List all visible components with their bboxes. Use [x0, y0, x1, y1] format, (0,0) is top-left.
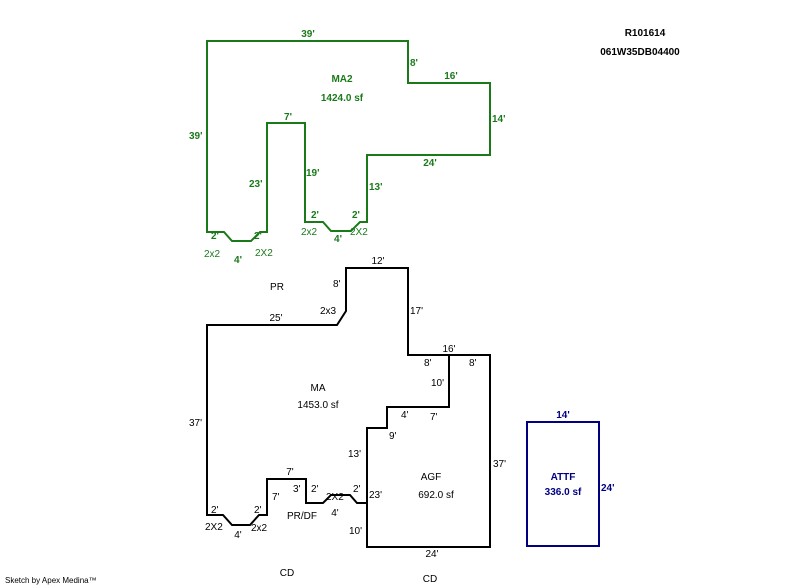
upper-notch-a-4: 4' — [234, 255, 242, 266]
upper-notch-a-2x2: 2x2 — [204, 249, 221, 260]
attf-outline — [526, 421, 600, 547]
agf-dim-24: 24' — [425, 549, 438, 560]
upper-dim-right-step: 8' — [410, 58, 418, 69]
cd-label-right: CD — [423, 574, 437, 585]
main-nb-2a: 2' — [211, 505, 219, 516]
upper-notch-a-2a: 2' — [211, 231, 219, 242]
cd-label-left: CD — [280, 568, 294, 579]
porch-label: PR — [270, 282, 284, 293]
upper-notch-a-2X2: 2X2 — [255, 248, 273, 259]
main-dim-10: 10' — [431, 378, 444, 389]
main-nb-7: 7' — [286, 467, 294, 478]
main-dim-left-37: 37' — [189, 418, 202, 429]
main-dim-left-8: 8' — [333, 279, 341, 290]
upper-area-name: MA2 — [331, 74, 353, 85]
upper-notch-b-2x2: 2x2 — [301, 227, 318, 238]
upper-dim-13: 13' — [369, 182, 383, 193]
record-id: R101614 — [625, 28, 666, 39]
main-dim-right-17: 17' — [410, 306, 423, 317]
main-dim-8a: 8' — [424, 358, 432, 369]
attf-area: 336.0 sf — [545, 487, 582, 498]
main-nb-2x2: 2x2 — [251, 523, 268, 534]
main-nb-7v: 7' — [272, 492, 280, 503]
upper-dim-top: 39' — [301, 29, 315, 40]
attf-name: ATTF — [551, 472, 576, 483]
main-dim-7: 7' — [430, 412, 438, 423]
upper-dim-inner-top: 7' — [284, 112, 292, 123]
main-nb-23: 23' — [369, 490, 382, 501]
upper-notch-b-2X2: 2X2 — [350, 227, 368, 238]
upper-floor-outline — [206, 40, 491, 242]
main-dim-top-12: 12' — [371, 256, 384, 267]
upper-notch-a-2b: 2' — [254, 231, 262, 242]
upper-notch-b-4: 4' — [334, 234, 342, 245]
main-dim-13: 13' — [348, 449, 361, 460]
main-dim-2x3: 2x3 — [320, 306, 337, 317]
agf-area: 692.0 sf — [418, 490, 454, 501]
main-floor-outline — [206, 267, 491, 548]
map-number: 061W35DB04400 — [600, 47, 680, 58]
main-dim-9: 9' — [389, 431, 397, 442]
main-nb-2X2: 2X2 — [205, 522, 223, 533]
main-dim-4: 4' — [401, 410, 409, 421]
main-nb-2X2b: 2X2 — [326, 492, 344, 503]
main-dim-8b: 8' — [469, 358, 477, 369]
sketch-credit: Sketch by Apex Medina™ — [5, 576, 97, 585]
agf-dim-37: 37' — [493, 459, 506, 470]
prdf-label: PR/DF — [287, 511, 317, 522]
attf-dim-top: 14' — [556, 410, 570, 421]
upper-dim-right-top: 16' — [444, 71, 458, 82]
upper-dim-right-side: 14' — [492, 114, 506, 125]
attf-dim-side: 24' — [601, 483, 615, 494]
upper-dim-bottom-right: 24' — [423, 158, 437, 169]
agf-outline — [366, 355, 450, 503]
main-nb-2c: 2' — [311, 484, 319, 495]
upper-dim-inner-right: 19' — [306, 168, 320, 179]
main-dim-16: 16' — [442, 344, 455, 355]
main-nb-4b: 4' — [331, 508, 339, 519]
upper-area-sf: 1424.0 sf — [321, 93, 364, 104]
main-nb-2b: 2' — [254, 505, 262, 516]
main-area-sf: 1453.0 sf — [297, 400, 338, 411]
agf-name: AGF — [421, 472, 442, 483]
upper-dim-inner-left: 23' — [249, 179, 263, 190]
upper-notch-b-2a: 2' — [311, 210, 319, 221]
upper-dim-left-side: 39' — [189, 131, 203, 142]
main-nb-2d: 2' — [353, 484, 361, 495]
upper-notch-b-2b: 2' — [352, 210, 360, 221]
main-nb-4: 4' — [234, 530, 242, 541]
main-nb-10: 10' — [349, 526, 362, 537]
main-nb-3: 3' — [293, 484, 301, 495]
main-area-name: MA — [311, 383, 326, 394]
main-dim-top-25: 25' — [269, 313, 282, 324]
